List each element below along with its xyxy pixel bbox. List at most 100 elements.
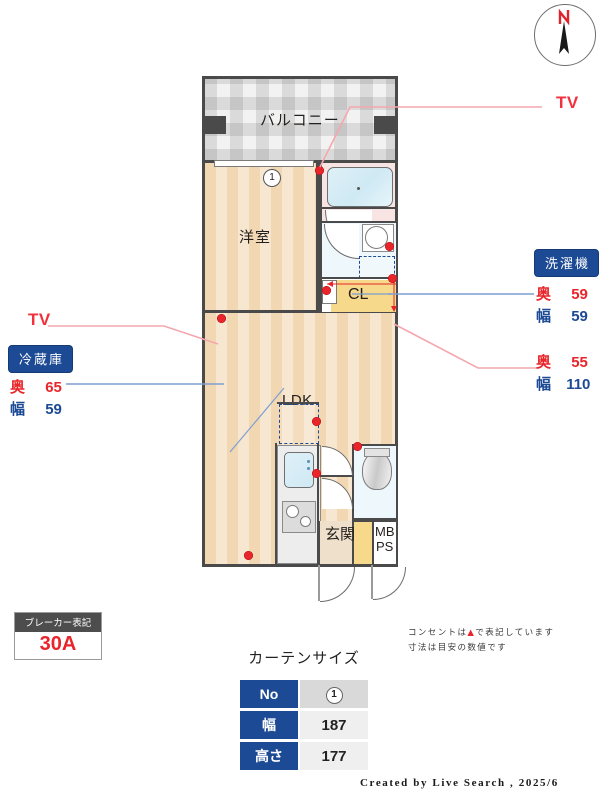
leader-washer-inner — [352, 293, 392, 295]
wall-genkan-right — [352, 521, 354, 565]
window-number-badge: 1 — [263, 169, 281, 187]
door-mbps — [373, 567, 406, 600]
compass-needle-icon — [558, 8, 570, 54]
breaker-value: 30A — [39, 633, 77, 655]
outlet-washitsu-top — [315, 166, 324, 175]
wall-corridor-divider — [320, 475, 354, 477]
room-balcony — [204, 78, 396, 162]
wall-balcony-top — [202, 76, 398, 79]
wall-washitsu-right — [316, 163, 319, 313]
bathtub — [327, 167, 393, 207]
compass-rose — [534, 4, 596, 66]
wall-ldk-right — [395, 313, 398, 567]
fridge-depth-label: 奥 — [10, 379, 26, 396]
washer-depth-label: 奥 — [536, 286, 552, 303]
toilet-tank — [364, 448, 390, 457]
bathtub-drain-icon — [357, 187, 360, 190]
wall-bath-left — [319, 163, 322, 315]
leader-tv-top — [319, 106, 542, 168]
wall-ldk-bottom — [202, 564, 398, 567]
washer-width-label: 幅 — [536, 308, 552, 325]
room-label-genkan: 玄関 — [325, 525, 356, 543]
outlet-toilet — [353, 442, 362, 451]
wall-fridge-top — [277, 402, 319, 404]
closet-depth-label: 奥 — [536, 354, 552, 371]
washer-width-row: 幅 59 — [536, 305, 588, 326]
outlet-ldk-bottom — [244, 551, 253, 560]
room-label-washitsu: 洋室 — [239, 228, 272, 246]
wall-washroom-bottom — [322, 277, 396, 279]
leader-fridge — [66, 383, 224, 385]
room-closet — [331, 280, 396, 313]
curtain-size-panel: カーテンサイズ No 1 幅 187 高さ 177 — [238, 647, 370, 773]
outlet-fridge — [312, 417, 321, 426]
door-mbps-hinge — [371, 565, 373, 599]
kitchen-drain-icon — [307, 467, 310, 470]
washer-depth-row: 奥 59 — [536, 283, 588, 304]
outlet-kitchen — [312, 469, 321, 478]
window-washitsu — [214, 160, 314, 167]
kitchen-faucet-icon — [307, 460, 310, 463]
table-row: 高さ 177 — [240, 742, 368, 770]
leader-closet — [393, 323, 538, 369]
wall-washitsu-left — [202, 163, 205, 313]
label-tv-left: TV — [28, 310, 51, 329]
closet-depth-value: 55 — [571, 354, 588, 371]
wall-mbps-left — [372, 521, 374, 565]
wall-balcony-stub-left — [202, 116, 226, 134]
fridge-depth-value: 65 — [45, 379, 62, 396]
closet-width-label: 幅 — [536, 376, 552, 393]
breaker-box: ブレーカー表記 30A — [14, 612, 102, 660]
curtain-title: カーテンサイズ — [248, 649, 360, 667]
note-line-2: 寸法は目安の数値です — [408, 643, 508, 653]
note-line-1-pre: コンセントは — [408, 628, 468, 638]
floor-plan: バルコニー 1 洋室 CL LDK — [196, 74, 406, 602]
closet-depth-row: 奥 55 — [536, 351, 588, 372]
curtain-row-label-width: 幅 — [240, 711, 298, 739]
leader-fridge-inner — [229, 388, 285, 453]
room-label-mbps-line2: PS — [376, 539, 394, 554]
closet-width-value: 110 — [566, 376, 591, 393]
note-line-1-post: で表記しています — [475, 628, 555, 638]
wall-bath-divider — [322, 207, 396, 209]
wall-kitchen-left — [275, 443, 277, 564]
curtain-row-value-width: 187 — [300, 711, 368, 739]
tag-fridge: 冷蔵庫 — [8, 345, 74, 373]
toilet-bowl — [362, 452, 392, 490]
curtain-row-value-no: 1 — [300, 680, 368, 708]
leader-washer — [388, 293, 534, 295]
fridge-width-label: 幅 — [10, 401, 26, 418]
stove-burner-2 — [300, 516, 311, 527]
wall-bath-right — [395, 163, 398, 315]
room-label-mbps-line1: MB — [375, 524, 395, 539]
wall-washroom-top — [322, 221, 396, 223]
curtain-row-label-height: 高さ — [240, 742, 298, 770]
wall-ldk-left — [202, 313, 205, 567]
wall-washitsu-bottom — [202, 310, 319, 313]
note-line-1: コンセントは▲で表記しています — [408, 626, 588, 641]
outlet-washroom-vanity — [385, 242, 394, 251]
breaker-title: ブレーカー表記 — [15, 613, 101, 632]
closet-width-row: 幅 110 — [536, 373, 590, 394]
kitchen-sink — [284, 452, 314, 488]
fridge-depth-row: 奥 65 — [10, 376, 62, 397]
vanity-basin — [365, 226, 388, 249]
washer-depth-value: 59 — [571, 286, 588, 303]
door-entrance-hinge — [318, 565, 320, 601]
room-mbps — [374, 521, 396, 564]
wall-balcony-stub-right — [374, 116, 398, 134]
triangle-icon: ▲ — [467, 628, 476, 638]
notes-block: コンセントは▲で表記しています 寸法は目安の数値です — [408, 626, 588, 656]
table-row: 幅 187 — [240, 711, 368, 739]
wall-kitchen-right — [317, 443, 319, 564]
fridge-width-row: 幅 59 — [10, 398, 62, 419]
table-row: No 1 — [240, 680, 368, 708]
curtain-table: No 1 幅 187 高さ 177 — [238, 677, 370, 773]
curtain-row-value-height: 177 — [300, 742, 368, 770]
washer-width-value: 59 — [571, 308, 588, 325]
tag-washer: 洗濯機 — [534, 249, 600, 277]
door-entrance — [320, 567, 355, 602]
wall-genkan-left — [318, 521, 320, 565]
curtain-row-label-no: No — [240, 680, 298, 708]
room-washitsu — [205, 163, 317, 311]
